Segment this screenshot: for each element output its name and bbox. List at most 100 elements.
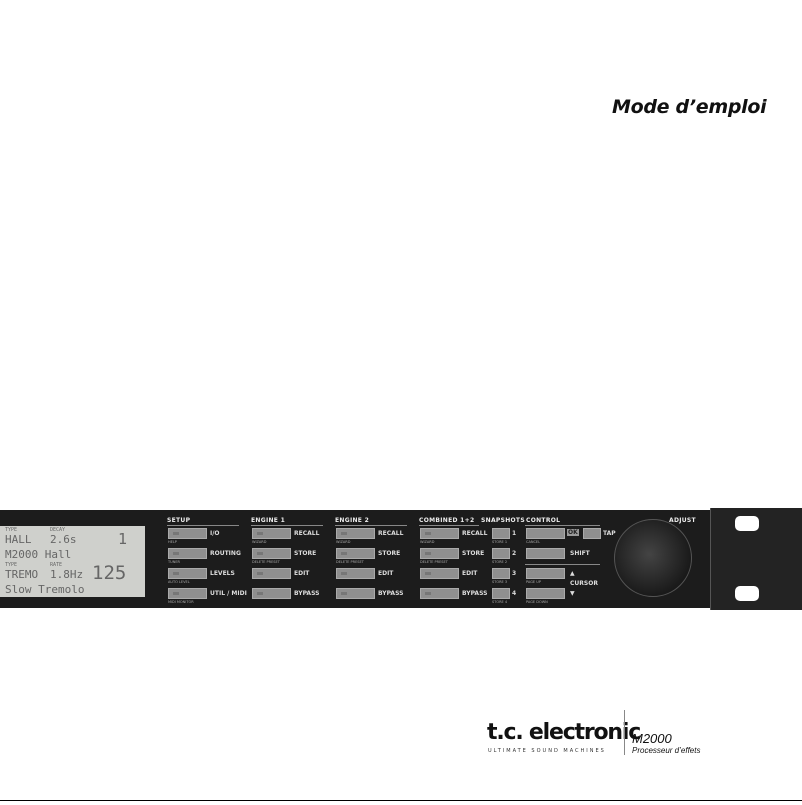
button-label: BYPASS (462, 590, 488, 597)
button-sublabel: HELP (168, 540, 177, 544)
combined-button-0[interactable] (420, 528, 459, 539)
cursor-label: CURSOR (570, 580, 598, 587)
divider (525, 564, 600, 565)
setup-button-2[interactable] (168, 568, 207, 579)
button-sublabel: MIDI MONITOR (168, 600, 194, 604)
button-sublabel: STORE 3 (492, 580, 508, 584)
shift-label: SHIFT (570, 550, 590, 557)
button-label: RECALL (462, 530, 488, 537)
snapshot-button-1[interactable] (492, 528, 510, 539)
engine1-button-3[interactable] (252, 588, 291, 599)
lcd-line: HALL (5, 533, 32, 546)
cancel-label: CANCEL (526, 540, 541, 544)
button-sublabel: WIZARD (336, 540, 351, 544)
divider (167, 525, 239, 526)
shift-button[interactable] (526, 548, 565, 559)
button-label: UTIL / MIDI (210, 590, 247, 597)
button-sublabel: WIZARD (420, 540, 435, 544)
cursor-down-icon: ▼ (570, 590, 575, 597)
button-label: 3 (512, 570, 517, 577)
lcd-type-label: TYPE (5, 527, 18, 533)
brand-logo: t.c. electronic (487, 720, 641, 745)
divider (335, 525, 407, 526)
button-sublabel: AUTO LEVEL (168, 580, 190, 584)
engine2-button-2[interactable] (336, 568, 375, 579)
page-down-button[interactable] (526, 588, 565, 599)
brand-tagline: ULTIMATE SOUND MACHINES (488, 748, 606, 754)
setup-header: SETUP (167, 517, 191, 524)
bottom-rule (0, 800, 802, 801)
button-sublabel: STORE 2 (492, 560, 508, 564)
button-label: STORE (294, 550, 317, 557)
page-down-label: PAGE DOWN (526, 600, 548, 604)
button-label: RECALL (378, 530, 404, 537)
button-sublabel: TUNER (168, 560, 180, 564)
page-title: Mode d’emploi (612, 96, 767, 118)
button-sublabel: DELETE PRESET (336, 560, 364, 564)
page-up-button[interactable] (526, 568, 565, 579)
engine1-button-1[interactable] (252, 548, 291, 559)
button-label: BYPASS (378, 590, 404, 597)
button-label: EDIT (294, 570, 310, 577)
rack-ear (710, 508, 802, 610)
button-label: 1 (512, 530, 517, 537)
tap-button[interactable] (583, 528, 601, 539)
button-label: EDIT (378, 570, 394, 577)
button-label: STORE (462, 550, 485, 557)
button-sublabel: DELETE PRESET (252, 560, 280, 564)
control-header: CONTROL (526, 517, 561, 524)
engine1-button-0[interactable] (252, 528, 291, 539)
button-label: EDIT (462, 570, 478, 577)
button-label: BYPASS (294, 590, 320, 597)
lcd-line: TREMO (5, 568, 39, 581)
button-sublabel: STORE 1 (492, 540, 508, 544)
combined-button-1[interactable] (420, 548, 459, 559)
page-up-label: PAGE UP (526, 580, 541, 584)
setup-button-0[interactable] (168, 528, 207, 539)
engine2-button-3[interactable] (336, 588, 375, 599)
model-name: M2000 (632, 731, 672, 746)
button-label: LEVELS (210, 570, 235, 577)
rack-slot (735, 586, 759, 601)
combined-button-2[interactable] (420, 568, 459, 579)
button-sublabel: DELETE PRESET (420, 560, 448, 564)
lcd-type-label: TYPE (5, 562, 18, 568)
engine2-header: ENGINE 2 (335, 517, 370, 524)
button-label: STORE (378, 550, 401, 557)
lcd-line: Slow Tremolo (5, 583, 85, 596)
rack-slot (735, 516, 759, 531)
divider (251, 525, 323, 526)
button-label: 4 (512, 590, 517, 597)
button-sublabel: STORE 4 (492, 600, 508, 604)
divider (419, 525, 479, 526)
button-label: I/O (210, 530, 220, 537)
cursor-up-icon: ▲ (570, 570, 575, 577)
lcd-bank: 125 (92, 562, 127, 584)
button-label: ROUTING (210, 550, 241, 557)
adjust-knob[interactable] (614, 519, 692, 597)
setup-button-1[interactable] (168, 548, 207, 559)
model-description: Processeur d’effets (632, 746, 701, 755)
engine1-header: ENGINE 1 (251, 517, 286, 524)
button-label: 2 (512, 550, 517, 557)
lcd-rate-label: RATE (50, 562, 63, 568)
snapshot-button-2[interactable] (492, 548, 510, 559)
lcd-bank: 1 (118, 530, 128, 548)
tap-label: TAP (603, 530, 616, 537)
combined-header: COMBINED 1+2 (419, 517, 475, 524)
engine2-button-0[interactable] (336, 528, 375, 539)
engine2-button-1[interactable] (336, 548, 375, 559)
setup-button-3[interactable] (168, 588, 207, 599)
ok-button[interactable]: OK (567, 529, 579, 536)
cancel-button[interactable] (526, 528, 565, 539)
lcd-line: 2.6s (50, 533, 77, 546)
snapshot-button-4[interactable] (492, 588, 510, 599)
adjust-label: ADJUST (669, 517, 696, 524)
lcd-display: TYPE DECAY HALL 2.6s 1 M2000 Hall TYPE R… (0, 526, 145, 597)
divider (624, 710, 625, 755)
snapshots-header: SNAPSHOTS (481, 517, 525, 524)
snapshot-button-3[interactable] (492, 568, 510, 579)
combined-button-3[interactable] (420, 588, 459, 599)
engine1-button-2[interactable] (252, 568, 291, 579)
lcd-line: M2000 Hall (5, 548, 72, 561)
